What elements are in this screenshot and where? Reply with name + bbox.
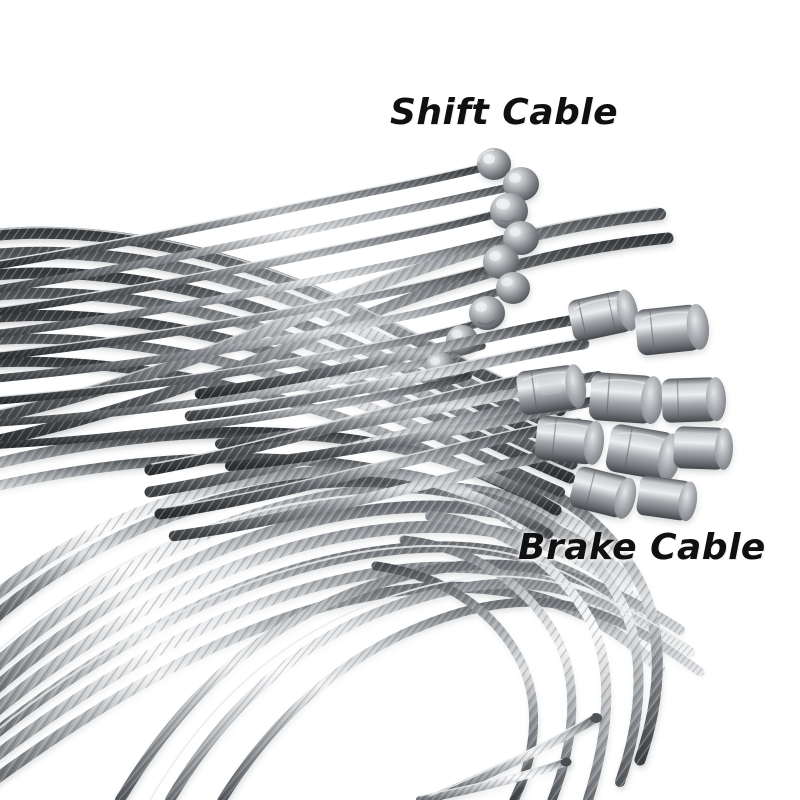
cut-cable-tips bbox=[416, 713, 602, 800]
shift-cable-nipples bbox=[425, 148, 539, 380]
brake-cable-bundle bbox=[144, 289, 734, 542]
shift-cable-bundle bbox=[0, 148, 539, 449]
brake-cable-nipples bbox=[516, 289, 734, 522]
brake-cable-label: Brake Cable bbox=[518, 527, 766, 568]
lower-cable-coil bbox=[0, 464, 705, 800]
shift-cable-label: Shift Cable bbox=[390, 92, 619, 133]
